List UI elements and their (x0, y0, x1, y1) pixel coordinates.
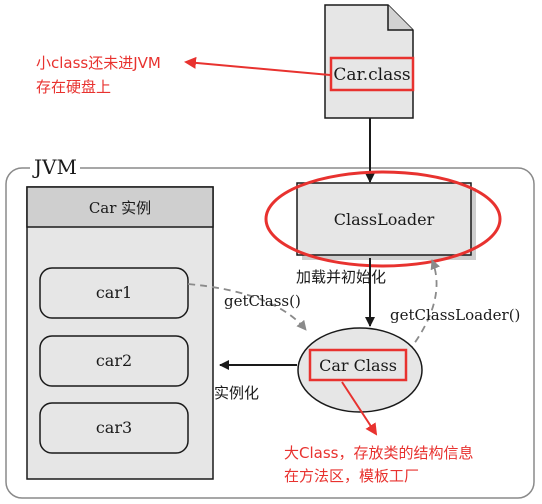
carclass-label: Car Class (319, 356, 397, 375)
instance-car3 (39, 402, 189, 454)
instance-car2-label: car2 (96, 351, 132, 370)
note-top-arrow (184, 56, 331, 76)
instance-car3-label: car3 (96, 418, 132, 437)
carclass-highlight (308, 348, 408, 382)
getclassloader-label: getClassLoader() (390, 306, 520, 324)
instances-title: Car 实例 (89, 199, 151, 217)
instance-car1-label: car1 (96, 283, 132, 302)
getclass-arrow (187, 283, 307, 331)
note-bottom-arrow (341, 381, 378, 436)
getclass-label: getClass() (224, 292, 301, 310)
instance-car2 (39, 335, 189, 387)
classloader-label: ClassLoader (334, 210, 435, 229)
classloader-highlight (264, 170, 502, 268)
instances-header (26, 186, 214, 228)
jvm-container (5, 167, 535, 499)
note-bottom-line1: 大Class，存放类的结构信息 (284, 444, 473, 462)
jvm-label: JVM (32, 155, 77, 179)
instantiate-label: 实例化 (214, 384, 259, 402)
note-bottom-line2: 在方法区，模板工厂 (284, 467, 419, 485)
file-label: Car.class (333, 65, 410, 85)
instance-car1 (39, 267, 189, 319)
note-top-line2: 存在硬盘上 (36, 78, 111, 96)
classloader-box (296, 182, 472, 256)
getclassloader-arrow (407, 259, 440, 353)
file-label-highlight (329, 56, 415, 92)
load-init-label: 加载并初始化 (296, 268, 386, 286)
note-top-line1: 小class还未进JVM (36, 54, 161, 72)
